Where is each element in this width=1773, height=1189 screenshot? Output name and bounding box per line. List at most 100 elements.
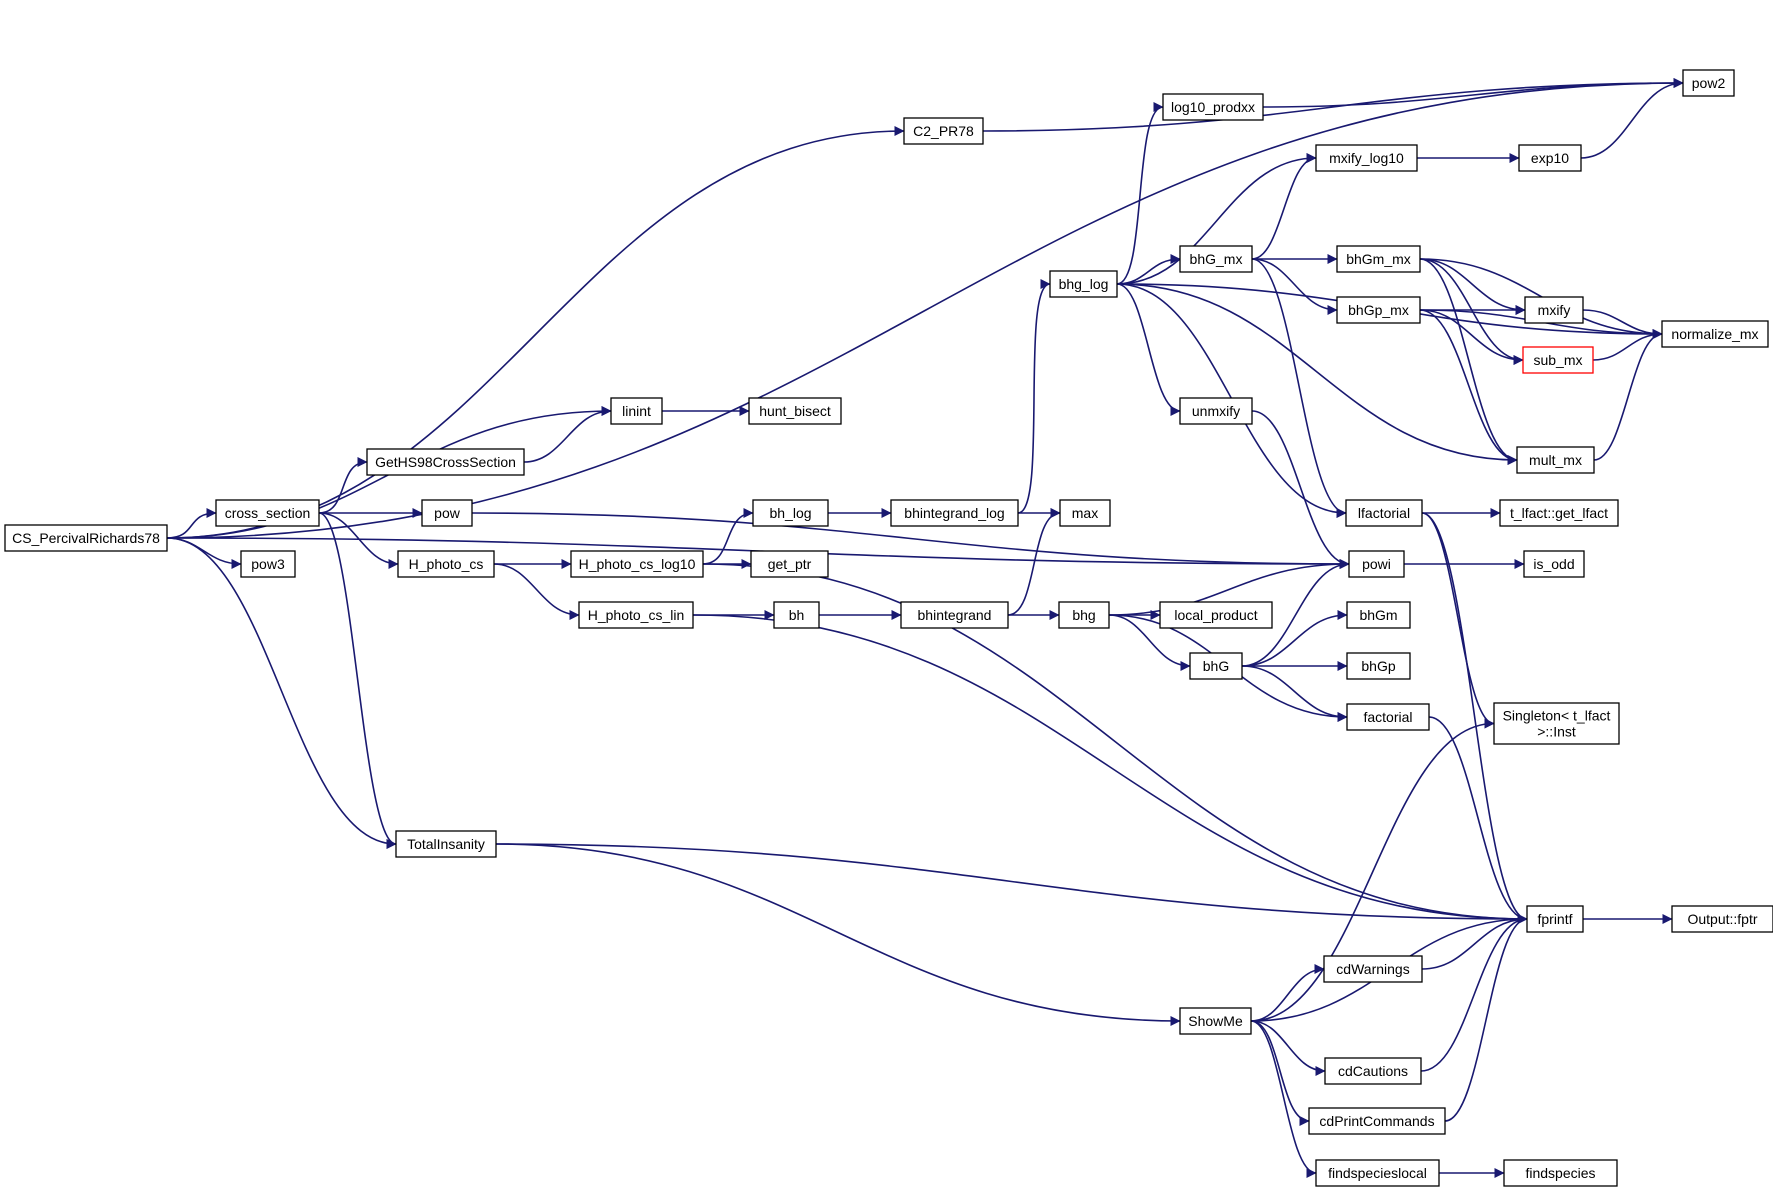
node-box	[240, 550, 296, 578]
node-GetHS98CrossSection[interactable]: GetHS98CrossSection	[366, 448, 525, 476]
node-box	[421, 499, 473, 527]
node-H_photo_cs_lin[interactable]: H_photo_cs_lin	[578, 601, 694, 629]
node-bhGp_mx[interactable]: bhGp_mx	[1336, 296, 1421, 324]
node-H_photo_cs[interactable]: H_photo_cs	[397, 550, 495, 578]
edge-bhGm_mx-to-mxify	[1419, 258, 1526, 315]
node-label: bh	[789, 607, 805, 623]
node-linint[interactable]: linint	[610, 397, 663, 425]
node-mxify_log10[interactable]: mxify_log10	[1315, 144, 1418, 172]
node-pow[interactable]: pow	[421, 499, 473, 527]
edge-CS_PercivalRichards78-to-pow3	[166, 537, 242, 569]
node-label: >::Inst	[1537, 724, 1576, 740]
node-bhGm_mx[interactable]: bhGm_mx	[1336, 245, 1421, 273]
node-box	[1162, 93, 1264, 121]
node-cdCautions[interactable]: cdCautions	[1324, 1057, 1422, 1085]
node-box	[1518, 144, 1582, 172]
node-findspecieslocal[interactable]: findspecieslocal	[1315, 1159, 1440, 1187]
node-log10_prodxx[interactable]: log10_prodxx	[1162, 93, 1264, 121]
node-bhGm[interactable]: bhGm	[1346, 601, 1411, 629]
node-local_product[interactable]: local_product	[1159, 601, 1273, 629]
node-mult_mx[interactable]: mult_mx	[1516, 446, 1595, 474]
node-C2_PR78[interactable]: C2_PR78	[903, 117, 984, 145]
node-is_odd[interactable]: is_odd	[1523, 550, 1585, 578]
node-fprintf[interactable]: fprintf	[1526, 905, 1584, 933]
node-box	[1308, 1107, 1446, 1135]
node-label: linint	[622, 403, 651, 419]
node-H_photo_cs_log10[interactable]: H_photo_cs_log10	[570, 550, 704, 578]
node-label: cdCautions	[1338, 1063, 1408, 1079]
edge-CS_PercivalRichards78-to-C2_PR78	[166, 126, 905, 539]
edge-mxify-to-normalize_mx	[1582, 309, 1663, 339]
edge-cdCautions-to-fprintf	[1420, 914, 1528, 1072]
node-label: C2_PR78	[913, 123, 974, 139]
node-pow2[interactable]: pow2	[1682, 69, 1735, 97]
node-label: cdWarnings	[1336, 961, 1409, 977]
node-normalize_mx[interactable]: normalize_mx	[1661, 320, 1769, 348]
edge-mult_mx-to-normalize_mx	[1593, 329, 1663, 461]
edge-factorial-to-fprintf	[1428, 716, 1528, 924]
node-label: normalize_mx	[1671, 326, 1758, 342]
node-box	[900, 601, 1009, 629]
node-label: bhGp_mx	[1348, 302, 1409, 318]
node-powi[interactable]: powi	[1348, 550, 1405, 578]
node-bhintegrand[interactable]: bhintegrand	[900, 601, 1009, 629]
node-label: CS_PercivalRichards78	[12, 530, 160, 546]
node-get_ptr[interactable]: get_ptr	[750, 550, 829, 578]
node-unmxify[interactable]: unmxify	[1179, 397, 1253, 425]
node-pow3[interactable]: pow3	[240, 550, 296, 578]
node-lfactorial[interactable]: lfactorial	[1345, 499, 1423, 527]
edge-H_photo_cs_lin-to-fprintf	[692, 614, 1528, 924]
node-t_lfact_get_lfact[interactable]: t_lfact::get_lfact	[1499, 499, 1619, 527]
node-factorial[interactable]: factorial	[1346, 703, 1430, 731]
node-label: ShowMe	[1188, 1013, 1243, 1029]
node-box	[1179, 397, 1253, 425]
edge-bhg-to-powi	[1108, 559, 1350, 616]
node-box	[1179, 1007, 1252, 1035]
node-bhG[interactable]: bhG	[1189, 652, 1243, 680]
node-box	[395, 830, 497, 858]
node-label: is_odd	[1533, 556, 1574, 572]
edge-lfactorial-to-Singleton	[1421, 512, 1495, 729]
node-exp10[interactable]: exp10	[1518, 144, 1582, 172]
node-Singleton[interactable]: Singleton< t_lfact>::Inst	[1493, 702, 1620, 745]
node-box	[366, 448, 525, 476]
node-max[interactable]: max	[1059, 499, 1111, 527]
node-bh[interactable]: bh	[773, 601, 820, 629]
node-cross_section[interactable]: cross_section	[215, 499, 320, 527]
node-bhg_log[interactable]: bhg_log	[1049, 270, 1118, 298]
node-label: GetHS98CrossSection	[375, 454, 516, 470]
node-sub_mx[interactable]: sub_mx	[1522, 346, 1594, 374]
node-TotalInsanity[interactable]: TotalInsanity	[395, 830, 497, 858]
node-box	[1179, 245, 1253, 273]
node-label: bhG	[1203, 658, 1229, 674]
edge-TotalInsanity-to-ShowMe	[495, 843, 1181, 1026]
node-label: bh_log	[769, 505, 811, 521]
node-findspecies[interactable]: findspecies	[1503, 1159, 1618, 1187]
node-label: Singleton< t_lfact	[1503, 708, 1611, 724]
node-bh_log[interactable]: bh_log	[752, 499, 829, 527]
node-box	[1346, 652, 1411, 680]
node-Output_fptr[interactable]: Output::fptr	[1671, 905, 1773, 933]
node-bhGp[interactable]: bhGp	[1346, 652, 1411, 680]
edge-bhGp_mx-to-mult_mx	[1419, 309, 1518, 465]
edge-bhG-to-powi	[1241, 559, 1350, 667]
edge-bhg_log-to-bhG_mx	[1116, 254, 1181, 285]
node-box	[1524, 296, 1584, 324]
node-box	[1499, 499, 1619, 527]
node-CS_PercivalRichards78[interactable]: CS_PercivalRichards78	[4, 524, 168, 552]
node-bhg[interactable]: bhg	[1058, 601, 1110, 629]
node-cdWarnings[interactable]: cdWarnings	[1323, 955, 1423, 983]
edge-CS_PercivalRichards78-to-cross_section	[166, 508, 217, 539]
node-hunt_bisect[interactable]: hunt_bisect	[748, 397, 842, 425]
node-box	[1523, 550, 1585, 578]
node-bhintegrand_log[interactable]: bhintegrand_log	[890, 499, 1019, 527]
edge-cross_section-to-GetHS98CrossSection	[318, 457, 368, 514]
node-bhG_mx[interactable]: bhG_mx	[1179, 245, 1253, 273]
node-label: bhGm	[1359, 607, 1397, 623]
node-ShowMe[interactable]: ShowMe	[1179, 1007, 1252, 1035]
node-box	[610, 397, 663, 425]
edge-bhg_log-to-unmxify	[1116, 283, 1181, 416]
node-cdPrintCommands[interactable]: cdPrintCommands	[1308, 1107, 1446, 1135]
node-mxify[interactable]: mxify	[1524, 296, 1584, 324]
node-label: TotalInsanity	[407, 836, 485, 852]
